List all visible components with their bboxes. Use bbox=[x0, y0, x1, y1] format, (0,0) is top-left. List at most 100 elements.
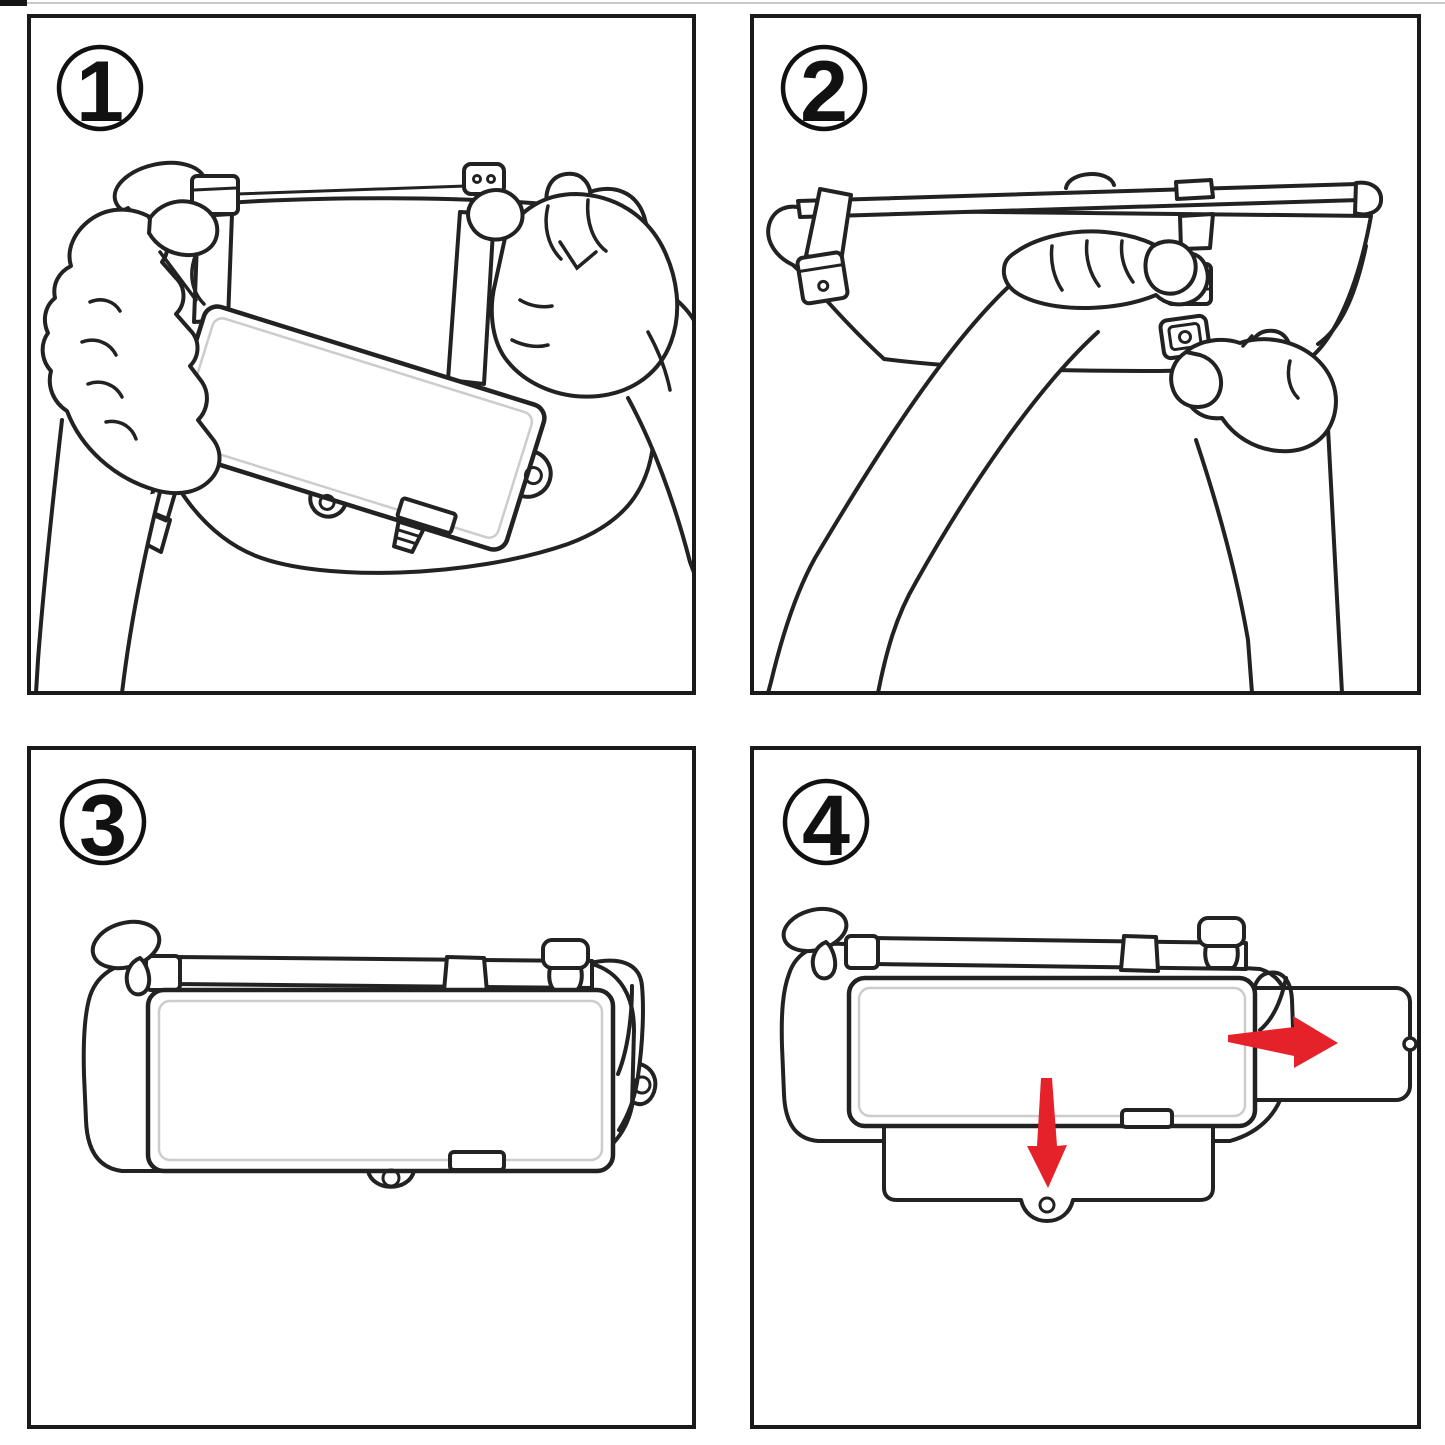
clip-cap bbox=[1197, 916, 1246, 948]
strap bbox=[442, 955, 489, 994]
step-number-circle bbox=[56, 44, 144, 132]
right-strap-top bbox=[1174, 178, 1215, 201]
buckle-body bbox=[795, 250, 850, 306]
upper-hand bbox=[1001, 229, 1210, 310]
ring-tab bbox=[631, 1062, 658, 1107]
crease-line bbox=[544, 204, 563, 261]
step-number-circle bbox=[782, 778, 870, 866]
visor-hook-curve bbox=[1316, 244, 1368, 346]
right-arm-line bbox=[626, 396, 692, 574]
step-number: 4 bbox=[802, 778, 850, 874]
left-arm-line bbox=[120, 490, 162, 691]
clip-slot bbox=[1120, 1108, 1174, 1129]
buckle-slot bbox=[799, 263, 843, 273]
crease-line bbox=[585, 198, 608, 253]
hanger-tab-hole bbox=[318, 493, 336, 511]
visor-rod bbox=[872, 936, 1248, 971]
scan-artifact bbox=[0, 0, 27, 6]
crease-line bbox=[158, 250, 198, 302]
visor-hook-inner bbox=[616, 984, 634, 1076]
visor-end-cap bbox=[1353, 180, 1384, 217]
step-2-illustration bbox=[766, 172, 1384, 691]
bottom-tab-hole bbox=[1038, 1196, 1056, 1214]
upper-arm-line bbox=[876, 330, 1100, 691]
crease-line bbox=[104, 419, 138, 441]
step-4-panel bbox=[750, 746, 1421, 1429]
elastic-cord bbox=[234, 184, 468, 196]
hanger-tab bbox=[308, 491, 348, 519]
snap-hole bbox=[1178, 330, 1192, 344]
crease-line bbox=[510, 338, 550, 349]
left-hand-outline bbox=[40, 207, 222, 496]
step-number: 3 bbox=[79, 778, 127, 874]
cord-buckle bbox=[462, 162, 506, 196]
snap-inner bbox=[1167, 322, 1203, 351]
crease-line bbox=[88, 298, 122, 313]
step-3-illustration bbox=[81, 919, 658, 1189]
hanger-tab bbox=[366, 1169, 416, 1189]
lower-arm-line bbox=[1194, 438, 1254, 691]
clip-line bbox=[394, 535, 419, 546]
buckle-slot bbox=[192, 186, 238, 192]
crease-line bbox=[1119, 239, 1135, 284]
right-strap bbox=[1178, 212, 1215, 251]
visor-clip bbox=[1197, 916, 1246, 970]
visor-clip bbox=[541, 938, 590, 992]
pivot-cap bbox=[1064, 172, 1116, 190]
step-4-illustration bbox=[779, 906, 1417, 1223]
crease-line bbox=[86, 380, 124, 399]
clip-cap bbox=[541, 938, 590, 970]
step-number-circle bbox=[780, 44, 868, 132]
clip-line bbox=[395, 528, 422, 539]
buckle-hole bbox=[817, 279, 830, 292]
left-strap-buckle bbox=[190, 174, 240, 216]
crease-line bbox=[1084, 239, 1101, 288]
pivot-hook bbox=[124, 956, 152, 997]
buckle-hole bbox=[486, 174, 496, 184]
clip-slot bbox=[395, 496, 458, 535]
crease-line bbox=[558, 240, 598, 271]
thumb bbox=[1143, 239, 1198, 296]
step-1-illustration bbox=[34, 160, 692, 691]
thumb bbox=[1169, 350, 1224, 409]
upper-arm-line bbox=[766, 276, 1020, 691]
crease-line bbox=[1241, 334, 1254, 348]
step-number: 2 bbox=[800, 44, 848, 140]
clip-foot bbox=[1203, 944, 1240, 970]
strap bbox=[1119, 934, 1160, 973]
left-strap-buckle bbox=[795, 250, 850, 306]
extender-panel bbox=[145, 987, 616, 1174]
right-thumb bbox=[466, 188, 525, 242]
rod-mount bbox=[144, 954, 182, 992]
visor-rod bbox=[174, 955, 594, 990]
lower-arm-line bbox=[1326, 426, 1344, 691]
step-number-circle bbox=[59, 778, 147, 866]
crease-line bbox=[80, 338, 118, 357]
step-1-panel bbox=[27, 14, 696, 695]
ring-tab-hole bbox=[632, 1075, 652, 1095]
slide-right-arrow bbox=[1228, 1016, 1338, 1068]
left-thumb bbox=[147, 199, 220, 258]
ring-tab-hole bbox=[523, 466, 543, 486]
lower-hand bbox=[1169, 334, 1338, 454]
ring-tab bbox=[518, 449, 553, 499]
lower-arm-fill bbox=[1196, 428, 1342, 691]
step-3-panel bbox=[27, 746, 696, 1429]
right-hand bbox=[466, 188, 680, 399]
clip-slot bbox=[448, 1150, 506, 1172]
crease-line bbox=[646, 330, 672, 392]
step-number: 1 bbox=[76, 44, 124, 140]
upper-arm-fill bbox=[768, 276, 1098, 691]
buckle-body bbox=[190, 174, 240, 216]
step-2-panel bbox=[750, 14, 1421, 695]
rod-mount bbox=[844, 934, 880, 970]
left-arm-fill bbox=[36, 420, 160, 691]
left-arm-line bbox=[34, 418, 64, 691]
crease-line bbox=[518, 298, 554, 309]
visor-hook-inner bbox=[1258, 976, 1288, 1032]
slide-down-arrow bbox=[1027, 1078, 1067, 1188]
hanger-tab-hole bbox=[381, 1168, 401, 1188]
left-hand bbox=[40, 199, 222, 496]
